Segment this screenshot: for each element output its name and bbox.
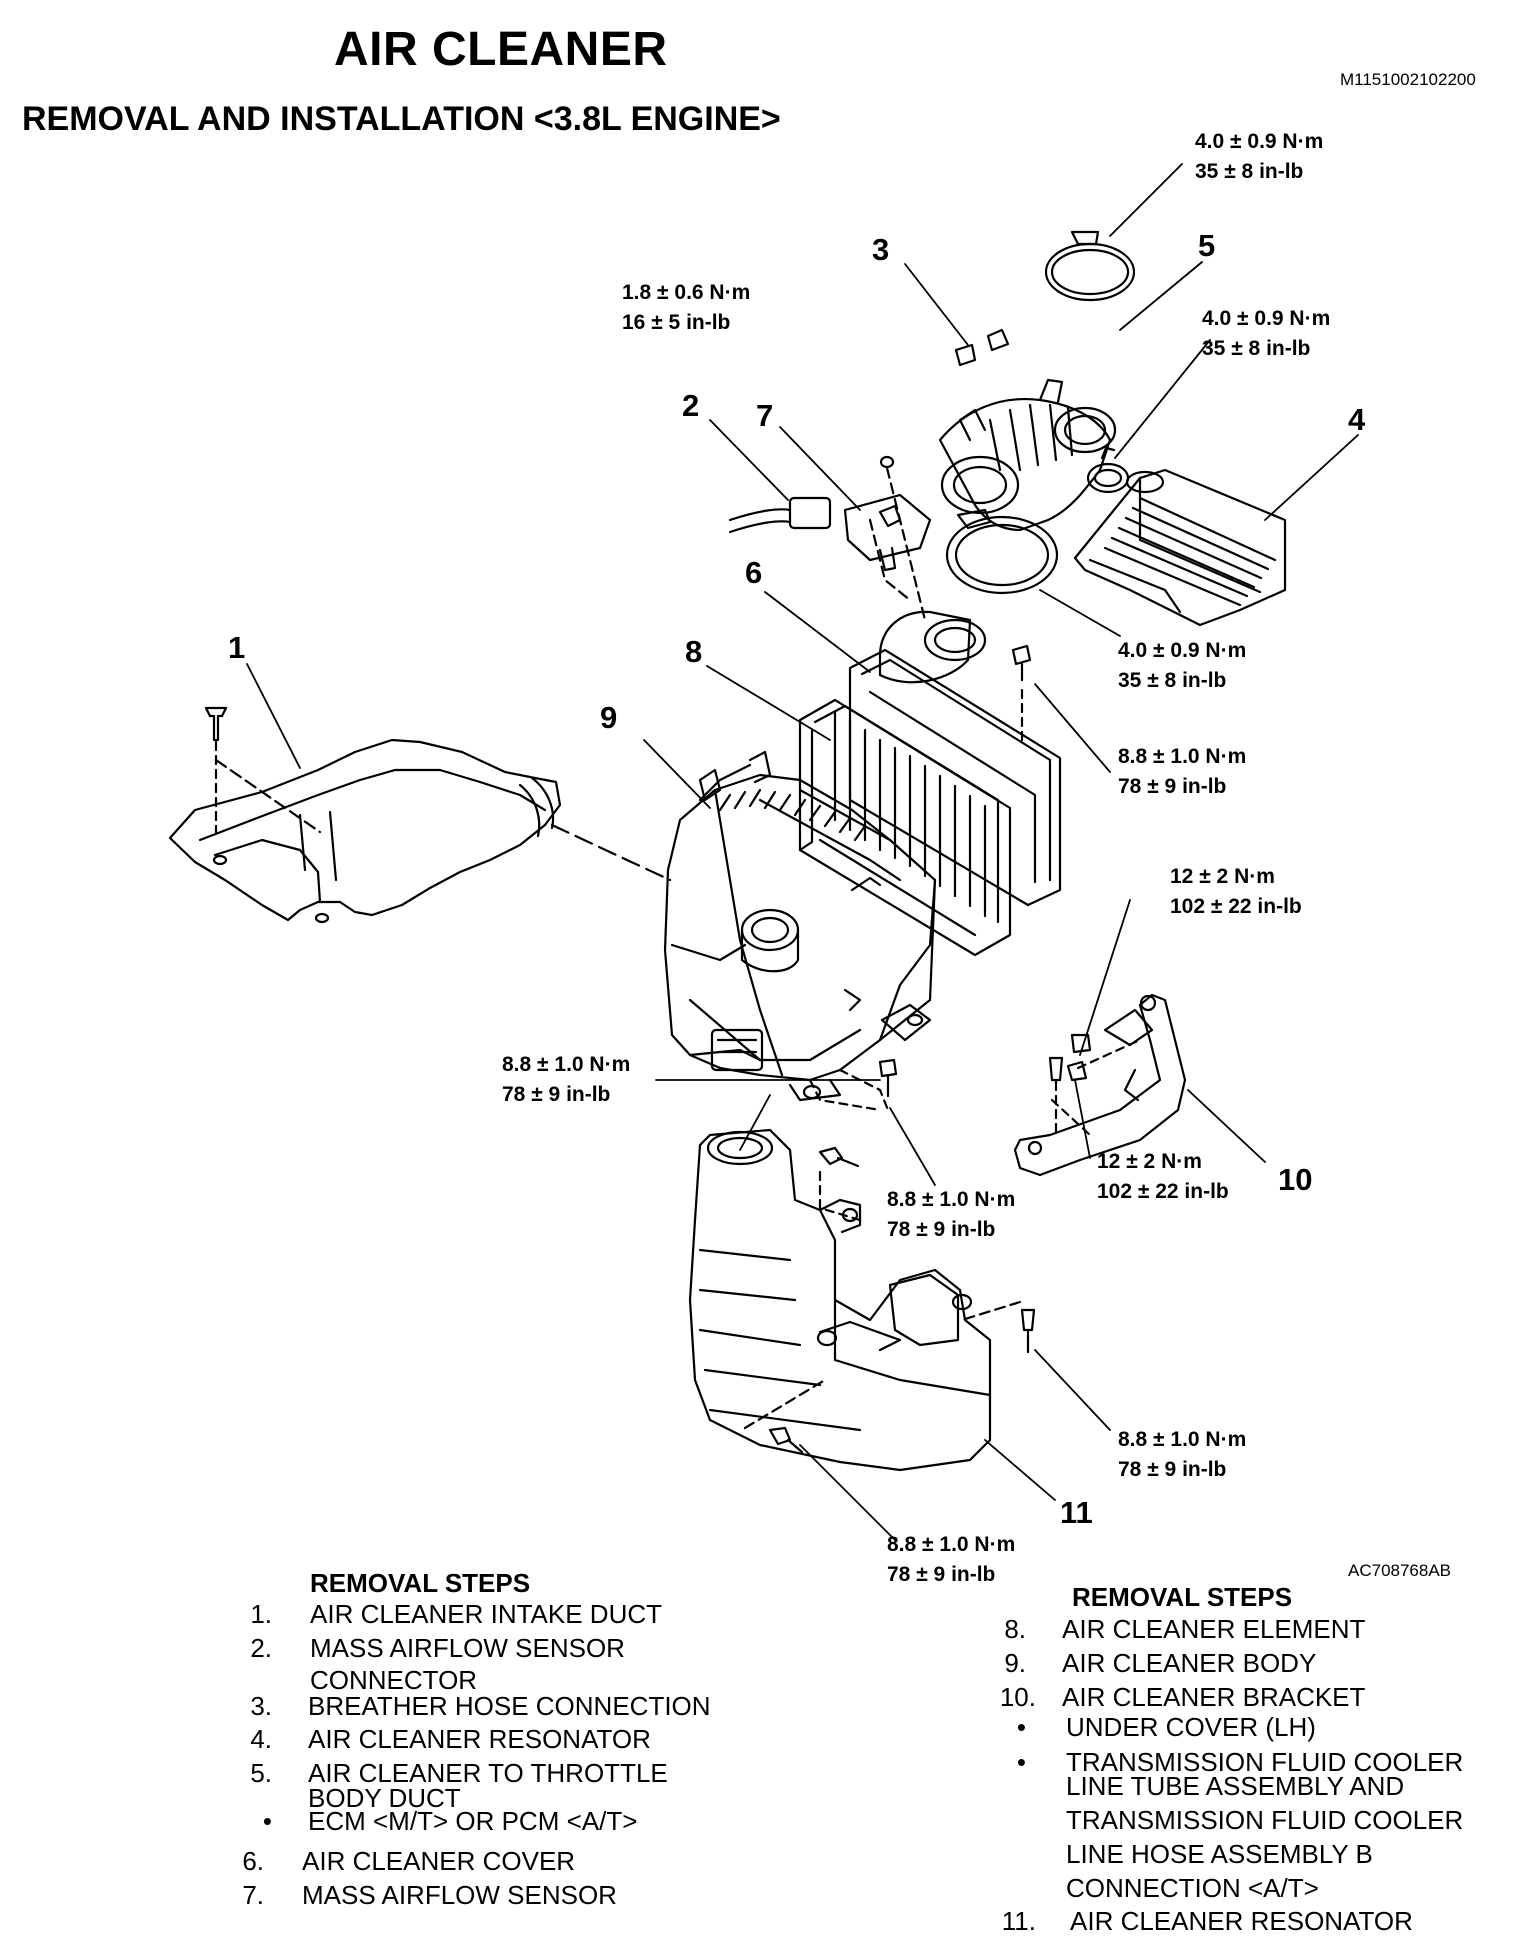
list-item: LINE TUBE ASSEMBLY AND bbox=[1066, 1771, 1405, 1801]
leader-lines bbox=[246, 163, 1359, 1541]
torque-label-body-bolt-left: 8.8 ± 1.0 N·m 78 ± 9 in-lb bbox=[502, 1053, 631, 1106]
list-item: 10.AIR CLEANER BRACKET bbox=[999, 1682, 1366, 1712]
callout-9: 9 bbox=[600, 700, 618, 735]
callout-8: 8 bbox=[685, 634, 703, 669]
lower-resonator-illustration bbox=[688, 1078, 1036, 1472]
list-item: BODY DUCT bbox=[308, 1783, 461, 1813]
removal-steps-left-heading: REMOVAL STEPS bbox=[310, 1568, 531, 1598]
list-item: 8.AIR CLEANER ELEMENT bbox=[1004, 1614, 1366, 1644]
removal-steps-right-heading: REMOVAL STEPS bbox=[1072, 1582, 1293, 1612]
air-cleaner-cover-illustration bbox=[848, 610, 1062, 907]
figure-id: AC708768AB bbox=[1348, 1561, 1452, 1580]
list-item: 4.AIR CLEANER RESONATOR bbox=[250, 1724, 651, 1754]
list-item: •UNDER COVER (LH) bbox=[1016, 1712, 1316, 1742]
page-title: AIR CLEANER bbox=[334, 23, 668, 76]
callout-5: 5 bbox=[1198, 228, 1216, 263]
list-item: 6.AIR CLEANER COVER bbox=[242, 1846, 576, 1876]
callout-3: 3 bbox=[872, 232, 890, 267]
intake-duct-illustration bbox=[168, 706, 562, 924]
page-subtitle: REMOVAL AND INSTALLATION <3.8L ENGINE> bbox=[22, 100, 781, 138]
document-id: M1151002102200 bbox=[1340, 70, 1476, 89]
torque-label-body-bolt-center: 8.8 ± 1.0 N·m 78 ± 9 in-lb bbox=[887, 1188, 1016, 1241]
torque-label-bracket-nut: 12 ± 2 N·m 102 ± 22 in-lb bbox=[1170, 865, 1302, 918]
callout-6: 6 bbox=[745, 555, 763, 590]
torque-label-resonator-bolt-right: 8.8 ± 1.0 N·m 78 ± 9 in-lb bbox=[1118, 1428, 1247, 1481]
torque-label-7-screw: 1.8 ± 0.6 N·m 16 ± 5 in-lb bbox=[622, 281, 751, 334]
assembly-line bbox=[550, 823, 672, 882]
torque-label-cover-bolt: 8.8 ± 1.0 N·m 78 ± 9 in-lb bbox=[1118, 745, 1247, 798]
list-item: •ECM <M/T> OR PCM <A/T> bbox=[262, 1806, 638, 1836]
callout-11: 11 bbox=[1060, 1495, 1093, 1530]
list-item: 11.AIR CLEANER RESONATOR bbox=[1001, 1906, 1413, 1936]
hose-clamps-illustration bbox=[945, 230, 1136, 595]
list-item: CONNECTION <A/T> bbox=[1066, 1873, 1319, 1903]
list-item: CONNECTOR bbox=[310, 1665, 478, 1695]
callout-2: 2 bbox=[682, 388, 700, 423]
list-item: 3.BREATHER HOSE CONNECTION bbox=[250, 1691, 711, 1721]
list-item: 1.AIR CLEANER INTAKE DUCT bbox=[250, 1599, 663, 1629]
torque-label-bracket-bolt: 12 ± 2 N·m 102 ± 22 in-lb bbox=[1097, 1150, 1229, 1203]
callout-7: 7 bbox=[756, 398, 774, 433]
torque-label-5-small-clamp: 4.0 ± 0.9 N·m 35 ± 8 in-lb bbox=[1202, 307, 1331, 360]
list-item: •TRANSMISSION FLUID COOLER bbox=[1016, 1747, 1464, 1777]
torque-label-resonator-bolt-bottom: 8.8 ± 1.0 N·m 78 ± 9 in-lb bbox=[887, 1533, 1016, 1586]
list-item: TRANSMISSION FLUID COOLER bbox=[1066, 1805, 1464, 1835]
torque-label-5-lower-clamp: 4.0 ± 0.9 N·m 35 ± 8 in-lb bbox=[1118, 639, 1247, 692]
list-item: 7.MASS AIRFLOW SENSOR bbox=[242, 1880, 617, 1910]
callout-4: 4 bbox=[1348, 402, 1366, 437]
list-item: 2.MASS AIRFLOW SENSOR bbox=[250, 1633, 625, 1663]
list-item: LINE HOSE ASSEMBLY B bbox=[1066, 1839, 1373, 1869]
air-cleaner-resonator-top-illustration bbox=[1073, 468, 1287, 627]
list-item: 9.AIR CLEANER BODY bbox=[1004, 1648, 1317, 1678]
air-cleaner-element-illustration bbox=[798, 698, 1012, 957]
sensor-and-connector-illustration bbox=[728, 328, 1010, 622]
list-item: 5.AIR CLEANER TO THROTTLE bbox=[250, 1758, 668, 1788]
torque-label-5-upper-clamp: 4.0 ± 0.9 N·m 35 ± 8 in-lb bbox=[1195, 130, 1324, 183]
callout-10: 10 bbox=[1278, 1162, 1313, 1197]
callout-1: 1 bbox=[228, 630, 246, 665]
bolts-illustration bbox=[838, 644, 1142, 1112]
throttle-body-duct-illustration bbox=[938, 378, 1117, 532]
